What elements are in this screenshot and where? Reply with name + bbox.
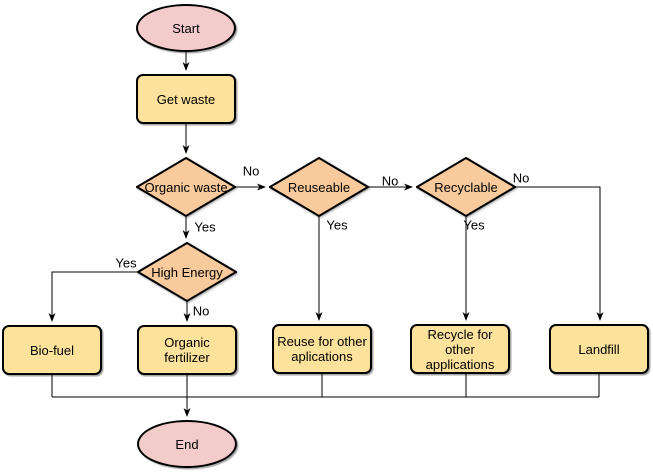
node-bio-fuel-label: Bio-fuel bbox=[29, 342, 75, 358]
node-bio-fuel[interactable]: Bio-fuel bbox=[2, 325, 102, 375]
node-landfill-label: Landfill bbox=[578, 341, 620, 357]
edge-label-organic-waste-no: No bbox=[242, 163, 260, 179]
edge-label-reuseable-no: No bbox=[381, 173, 399, 189]
node-get-waste-label: Get waste bbox=[156, 91, 216, 107]
node-recyclable-label: Recyclable bbox=[434, 179, 498, 195]
node-organic-fertilizer-label: Organic fertilizer bbox=[164, 335, 210, 365]
diamond-shape bbox=[137, 242, 237, 302]
edge-label-high-energy-no: No bbox=[192, 303, 210, 319]
edge-label-recyclable-no: No bbox=[512, 170, 530, 186]
edge-label-recyclable-yes: Yes bbox=[463, 217, 485, 233]
node-organic-waste-label: Organic waste bbox=[144, 179, 228, 195]
node-end-label: End bbox=[175, 436, 199, 452]
node-start[interactable]: Start bbox=[136, 4, 236, 52]
node-high-energy-label: High Energy bbox=[151, 264, 223, 280]
node-end[interactable]: End bbox=[137, 420, 237, 468]
edge-recyclable-no-to-landfill bbox=[516, 186, 604, 321]
diamond-shape bbox=[269, 157, 369, 217]
node-reuse-other-label: Reuse for other aplications bbox=[277, 334, 367, 364]
node-reuse-other[interactable]: Reuse for other aplications bbox=[272, 324, 372, 374]
node-reuseable[interactable]: Reuseable bbox=[269, 157, 369, 217]
node-reuseable-label: Reuseable bbox=[287, 179, 351, 195]
diamond-shape bbox=[416, 157, 516, 217]
node-high-energy[interactable]: High Energy bbox=[137, 242, 237, 302]
node-landfill[interactable]: Landfill bbox=[549, 324, 649, 374]
edge-label-reuseable-yes: Yes bbox=[326, 217, 348, 233]
node-recycle-other-label: Recycle for other applications bbox=[425, 326, 495, 372]
edge-highenergy-yes-to-biofuel bbox=[48, 271, 137, 322]
edge-label-high-energy-yes: Yes bbox=[115, 255, 137, 271]
diamond-shape bbox=[136, 157, 236, 217]
node-recycle-other[interactable]: Recycle for other applications bbox=[410, 324, 510, 374]
node-get-waste[interactable]: Get waste bbox=[136, 74, 236, 124]
node-recyclable[interactable]: Recyclable bbox=[416, 157, 516, 217]
node-organic-waste[interactable]: Organic waste bbox=[136, 157, 236, 217]
node-organic-fertilizer[interactable]: Organic fertilizer bbox=[137, 325, 237, 375]
edge-label-organic-waste-yes: Yes bbox=[194, 219, 216, 235]
node-start-label: Start bbox=[172, 20, 200, 36]
